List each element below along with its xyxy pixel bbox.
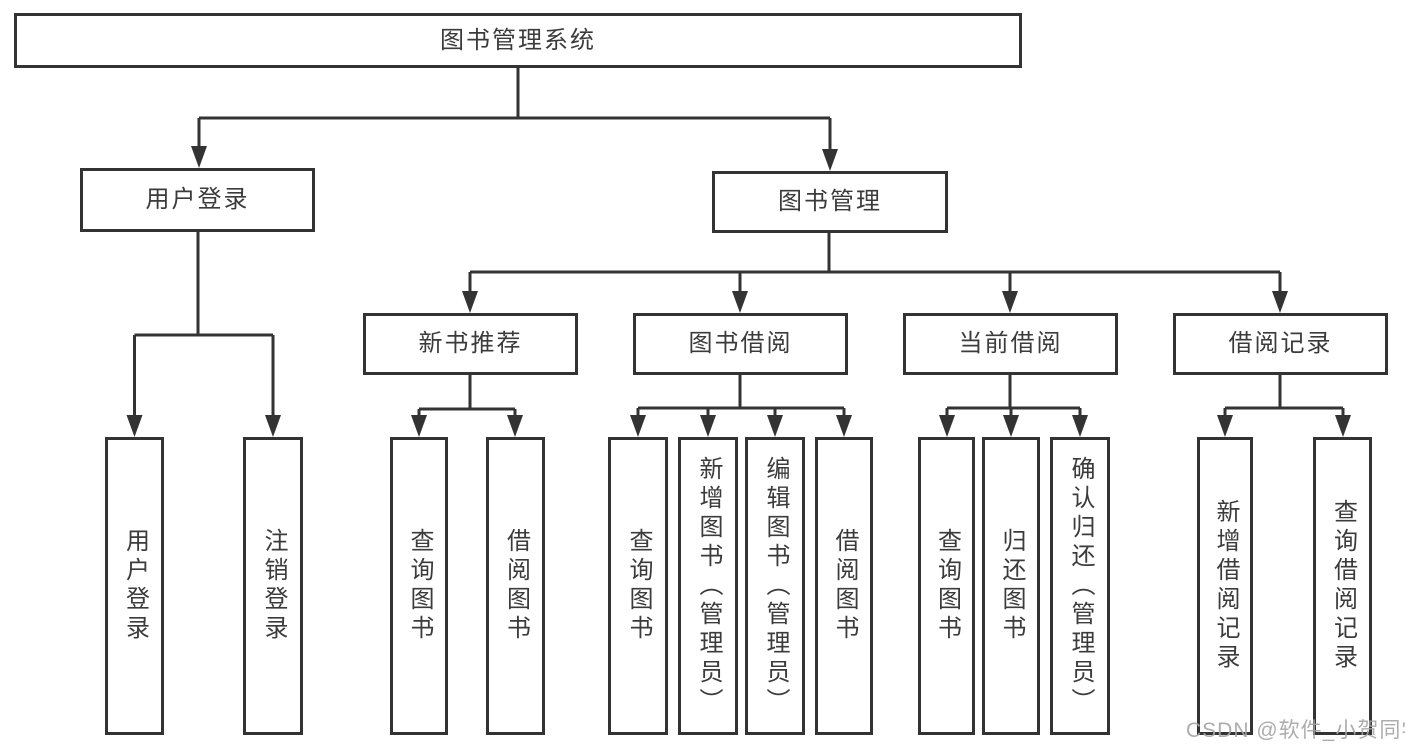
leaf-add-borrow-record: 新增借阅记录 xyxy=(1197,437,1253,735)
arrowheads xyxy=(126,146,1351,437)
csdn-watermark: CSDN @软件_小贺同学 xyxy=(1186,719,1405,742)
leaf-confirm-return-admin: 确认归还（管理员） xyxy=(1050,437,1110,735)
leaf-user-login: 用户登录 xyxy=(105,437,164,735)
node-new-book-recommend: 新书推荐 xyxy=(363,313,578,375)
node-borrow-record: 借阅记录 xyxy=(1173,313,1388,375)
node-book-borrow: 图书借阅 xyxy=(633,313,848,375)
leaf-borrow-book-recommend: 借阅图书 xyxy=(486,437,545,735)
node-user-login: 用户登录 xyxy=(80,168,315,232)
node-root: 图书管理系统 xyxy=(14,13,1022,68)
leaf-add-book-admin: 新增图书（管理员） xyxy=(678,437,738,735)
leaf-query-book-borrow: 查询图书 xyxy=(608,437,668,735)
leaf-borrow-book-borrow: 借阅图书 xyxy=(815,437,873,735)
leaf-edit-book-admin: 编辑图书（管理员） xyxy=(745,437,805,735)
node-current-borrow: 当前借阅 xyxy=(903,313,1118,375)
leaf-logout: 注销登录 xyxy=(243,437,303,735)
leaf-query-book-recommend: 查询图书 xyxy=(390,437,448,735)
node-book-mgmt: 图书管理 xyxy=(712,171,948,233)
leaf-return-book: 归还图书 xyxy=(982,437,1040,735)
leaf-query-book-current: 查询图书 xyxy=(918,437,975,735)
leaf-query-borrow-record: 查询借阅记录 xyxy=(1313,437,1372,735)
